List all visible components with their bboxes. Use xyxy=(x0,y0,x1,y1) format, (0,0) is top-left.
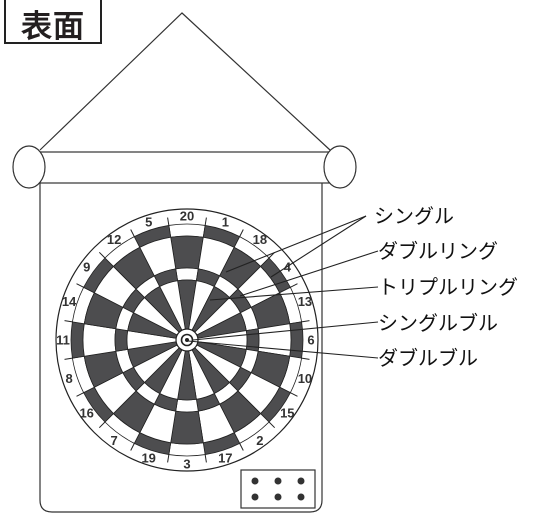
board-number-8: 8 xyxy=(65,371,72,386)
segment-divider-tick xyxy=(98,251,106,259)
segment-divider-tick xyxy=(290,392,298,397)
callout-single-bull: シングルブル xyxy=(378,311,498,335)
double-ring-segment xyxy=(289,321,304,359)
board-number-17: 17 xyxy=(218,450,232,465)
segment-divider-tick xyxy=(64,320,73,323)
triple-ring-segment xyxy=(245,328,260,352)
board-number-15: 15 xyxy=(280,405,294,420)
rod-end-left xyxy=(12,145,46,189)
dartboard xyxy=(55,208,319,472)
board-number-19: 19 xyxy=(141,450,155,465)
triple-ring-segment xyxy=(175,398,199,413)
page-title: 表面 xyxy=(21,9,85,45)
segment-divider-tick xyxy=(76,392,84,397)
double-ring-segment xyxy=(70,321,85,359)
segment-divider-tick xyxy=(239,229,244,237)
segment-divider-tick xyxy=(64,357,73,360)
hanging-string xyxy=(39,12,331,151)
board-number-ring: 20 1 18 4 13 6 10 15 2 17 3 19 7 16 8 11 14 9 12 5 xyxy=(56,209,314,472)
rod-end-right xyxy=(323,145,357,189)
segment-divider-tick xyxy=(167,454,170,463)
hanging-rod xyxy=(31,151,339,184)
segment-divider-tick xyxy=(76,283,84,288)
segment-divider-tick xyxy=(204,217,207,226)
callout-triple-ring: トリプルリング xyxy=(378,275,518,299)
double-ring-segment xyxy=(168,223,206,238)
triple-ring-segment xyxy=(114,328,129,352)
board-number-4: 4 xyxy=(284,260,292,275)
outer-single-segment xyxy=(257,323,292,357)
board-number-10: 10 xyxy=(298,371,312,386)
board-number-5: 5 xyxy=(145,215,152,230)
dot-grid-icon xyxy=(240,469,316,509)
segment-divider-tick xyxy=(239,443,244,451)
board-number-2: 2 xyxy=(256,433,263,448)
outer-single-segment xyxy=(82,323,117,357)
segment-divider-tick xyxy=(130,443,135,451)
double-ring-segment xyxy=(168,442,206,457)
board-number-1: 1 xyxy=(222,215,229,230)
board-number-20: 20 xyxy=(180,209,194,224)
segment-divider-tick xyxy=(301,320,310,323)
segment-divider-tick xyxy=(268,421,276,429)
triple-ring-segment xyxy=(175,267,199,282)
segment-divider-tick xyxy=(98,421,106,429)
board-number-16: 16 xyxy=(79,405,93,420)
board-number-9: 9 xyxy=(83,260,90,275)
board-number-7: 7 xyxy=(110,433,117,448)
segment-divider-tick xyxy=(130,229,135,237)
segment-divider-tick xyxy=(301,357,310,360)
segment-divider-tick xyxy=(167,217,170,226)
outer-single-segment xyxy=(170,410,204,445)
segment-divider-tick xyxy=(290,283,298,288)
board-number-6: 6 xyxy=(307,333,314,348)
outer-single-segment xyxy=(170,235,204,270)
board-number-14: 14 xyxy=(62,294,77,309)
callout-single: シングル xyxy=(374,204,454,228)
board-number-3: 3 xyxy=(183,457,190,472)
board-number-11: 11 xyxy=(56,333,70,348)
callout-leaders xyxy=(187,215,379,359)
board-number-18: 18 xyxy=(253,232,267,247)
callout-double-ring: ダブルリング xyxy=(378,239,498,263)
board-number-13: 13 xyxy=(298,294,312,309)
title-box: 表面 xyxy=(4,0,102,45)
board-number-12: 12 xyxy=(107,232,121,247)
segment-divider-tick xyxy=(204,454,207,463)
callout-double-bull: ダブルブル xyxy=(378,346,478,370)
